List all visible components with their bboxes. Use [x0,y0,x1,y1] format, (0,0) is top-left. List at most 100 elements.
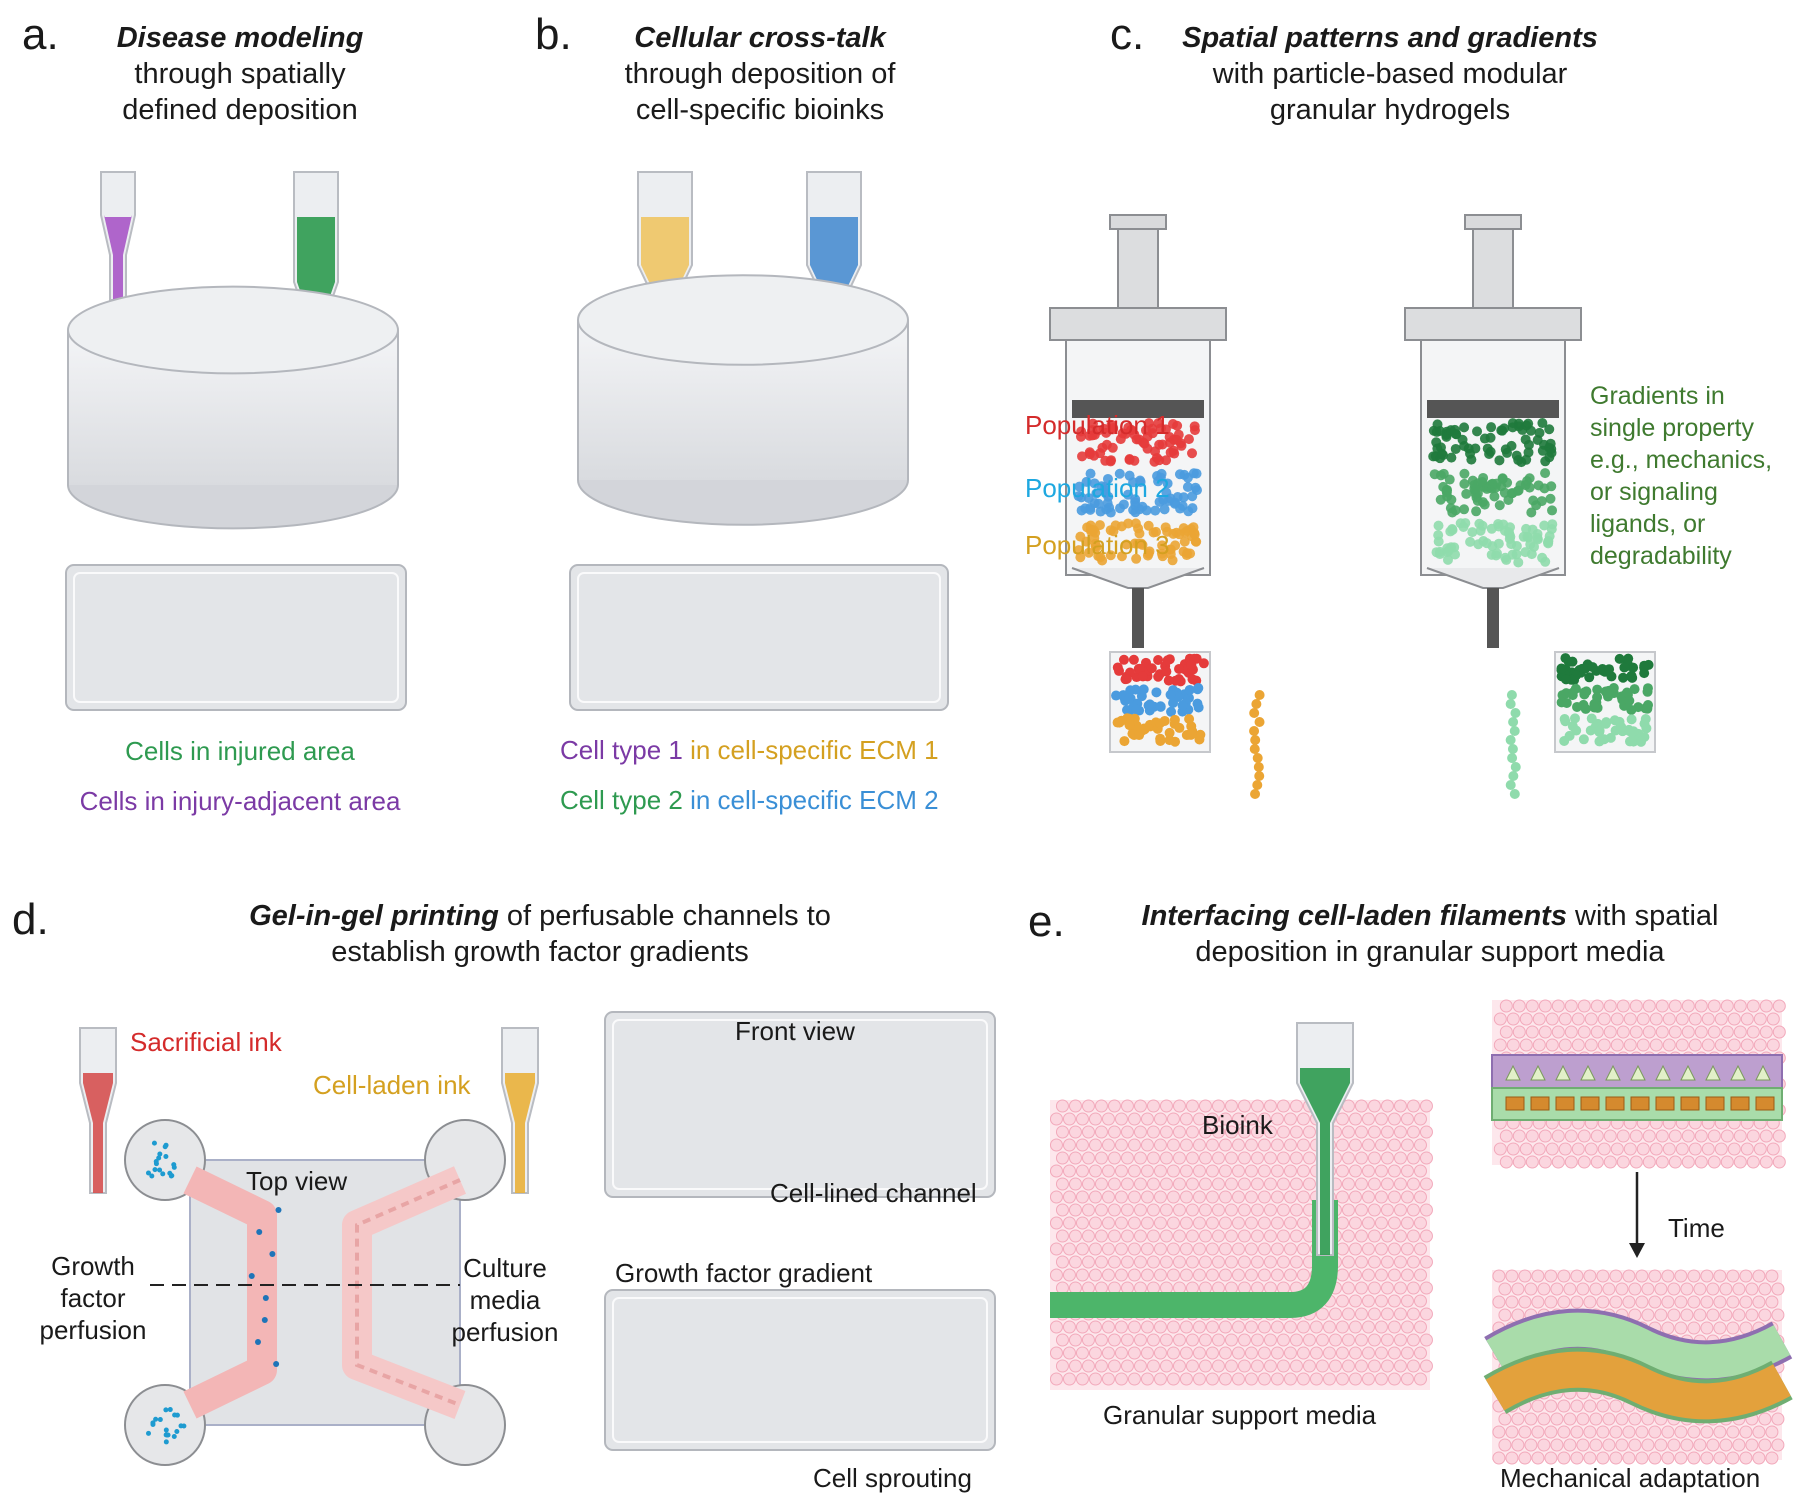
granular-microparticle [1680,1438,1694,1452]
granular-microparticle [1532,1012,1546,1026]
granular-microparticle [1062,1372,1076,1386]
granular-microparticle [1244,1164,1258,1178]
sacrificial-ink-label: Sacrificial ink [130,1027,282,1057]
hydrogel-particle [1166,706,1177,717]
plunger-stopper [1427,400,1559,418]
granular-microparticle [1049,1190,1063,1204]
syringe-flange [1404,307,1582,341]
granular-microparticle [1192,1320,1206,1334]
hydrogel-particle [1589,702,1600,713]
granular-microparticle [1211,1359,1225,1373]
granular-microparticle [1602,1412,1616,1426]
deposited-filament [1050,1200,1338,1318]
granular-microparticle [1667,1438,1681,1452]
granular-microparticle [1419,1151,1433,1165]
hydrogel-particle [1579,687,1590,698]
granular-microparticle [1088,1164,1102,1178]
gel-slab [65,564,407,711]
granular-microparticle [1668,999,1682,1013]
granular-microparticle [1518,1295,1532,1309]
hydrogel-particle [1594,725,1605,736]
hydrogel-particle [1626,735,1637,746]
granular-microparticle [1250,1255,1264,1269]
hydrogel-particle [1088,525,1099,536]
granular-microparticle [1237,1099,1251,1113]
hydrogel-particle [1561,674,1572,685]
granular-microparticle [1597,1012,1611,1026]
hydrogel-particle [1540,468,1551,479]
extruded-filament-particle [1250,735,1261,745]
hydrogel-particle [1471,506,1482,517]
granular-microparticle [1133,1229,1147,1243]
granular-microparticle [1400,1346,1414,1360]
granular-support-media-label: Granular support media [1103,1400,1377,1430]
granular-microparticle [1289,1099,1303,1113]
granular-microparticle [1159,1125,1173,1139]
hydrogel-particle [1118,654,1129,665]
panel-c-title-line3: granular hydrogels [1269,94,1511,126]
extruded-filament-particle [1510,762,1521,772]
granular-microparticle [1198,1125,1212,1139]
granular-microparticle [1153,1216,1167,1230]
granular-microparticle [1088,1216,1102,1230]
hydrogel-particle [1075,531,1086,542]
granular-microparticle [1257,1216,1271,1230]
granular-microparticle [1159,1255,1173,1269]
granular-microparticle [1270,1112,1284,1126]
granular-microparticle [1602,1282,1616,1296]
granular-microparticle [1237,1203,1251,1217]
hydrogel-particle [1446,452,1457,463]
layered-syringe [1049,214,1227,648]
granular-microparticle [1101,1138,1115,1152]
granular-microparticle [1166,1138,1180,1152]
panel-c-label: c. [1110,10,1145,59]
growth-factor-dot [145,1170,151,1176]
embedded-cell [1580,1064,1596,1081]
hydrogel-particle [1622,687,1633,698]
hydrogel-particle [1191,468,1202,479]
granular-microparticle [1218,1164,1232,1178]
granular-microparticle [1413,1190,1427,1204]
hydrogel-particle [1084,449,1095,460]
granular-microparticle [1354,1307,1368,1321]
extruded-filament-particle [1254,771,1265,781]
granular-microparticle [1623,1012,1637,1026]
granular-microparticle [1393,1281,1407,1295]
hydrogel-particle [1177,700,1188,711]
granular-microparticle [1603,1155,1617,1169]
granular-microparticle [1244,1112,1258,1126]
granular-microparticle [1726,1425,1740,1439]
granular-microparticle [1590,1155,1604,1169]
hydrogel-particle [1467,527,1478,538]
granular-microparticle [1693,1308,1707,1322]
granular-microparticle [1584,1038,1598,1052]
embedded-cell [1555,1096,1575,1111]
granular-microparticle [1354,1255,1368,1269]
granular-microparticle [1211,1229,1225,1243]
granular-microparticle [1049,1242,1063,1256]
granular-microparticle [1237,1151,1251,1165]
gradient-note: Gradients in single property e.g., mecha… [1590,380,1772,572]
granular-microparticle [1185,1359,1199,1373]
granular-microparticle [1075,1164,1089,1178]
granular-microparticle [1642,999,1656,1013]
hydrogel-particle [1532,434,1543,445]
granular-microparticle [1668,1155,1682,1169]
granular-microparticle [1244,1320,1258,1334]
hydrogel-particle [1444,474,1455,485]
hydrogel-particle [1097,555,1108,566]
granular-microparticle [1525,1155,1539,1169]
granular-microparticle [1499,1129,1513,1143]
granular-microparticle [1733,999,1747,1013]
granular-microparticle [1623,1142,1637,1156]
granular-microparticle [1740,1142,1754,1156]
granular-microparticle [1153,1138,1167,1152]
granular-microparticle [1075,1268,1089,1282]
plunger-cap [1464,214,1522,230]
granular-microparticle [1218,1138,1232,1152]
granular-microparticle [1335,1346,1349,1360]
granular-microparticle [1519,1142,1533,1156]
hydrogel-particle [1450,443,1461,454]
granular-microparticle [1701,1012,1715,1026]
granular-microparticle [1322,1320,1336,1334]
